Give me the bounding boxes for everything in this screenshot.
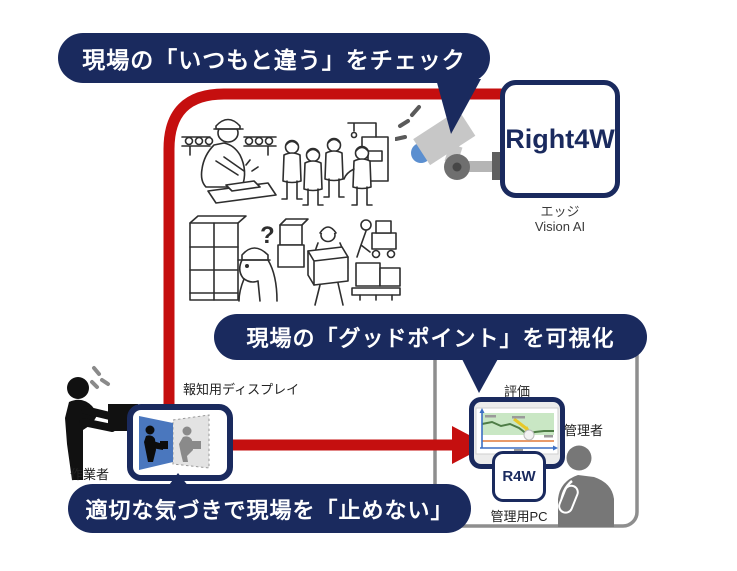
notification-display — [127, 404, 233, 481]
question-mark: ? — [260, 222, 275, 249]
management-pc-label: 管理用PC — [490, 509, 548, 524]
edge-device-caption: エッジ Vision AI — [534, 204, 586, 234]
camera-body — [413, 109, 476, 166]
scene-box-carrying — [277, 218, 401, 306]
actual-person-silhouette — [144, 425, 168, 462]
banner-check: 現場の「いつもと違う」をチェック — [58, 33, 490, 83]
worker-figure — [343, 145, 373, 206]
r4w-software-badge: R4W — [492, 451, 546, 502]
camera-arm — [467, 161, 495, 172]
worker-figure — [323, 137, 345, 198]
camera-lens — [411, 143, 431, 163]
banner-no-stop: 適切な気づきで現場を「止めない」 — [68, 484, 471, 533]
worker-label: 作業者 — [70, 467, 110, 482]
manager-label: 管理者 — [564, 423, 604, 438]
factory-scenes-illustration: ? — [181, 118, 401, 306]
tail-to-camera — [436, 79, 481, 134]
camera-signal-sparks — [395, 105, 421, 141]
banner-visualize: 現場の「グッドポイント」を可視化 — [214, 314, 647, 360]
scene-empty-shelf: ? — [189, 215, 278, 302]
expected-person-silhouette — [179, 426, 201, 462]
scene-workbench — [181, 118, 277, 204]
worker-figure — [281, 139, 303, 200]
worker-figure — [302, 147, 324, 206]
camera-icon — [395, 105, 502, 180]
person-compare-display-icon — [139, 414, 210, 470]
notification-display-label: 報知用ディスプレイ — [183, 382, 300, 397]
scene-worker-group — [281, 122, 389, 206]
edge-device-box: Right4W — [500, 80, 620, 198]
red-flow-line — [163, 88, 503, 411]
alert-sparks — [90, 366, 110, 389]
edge-device-title: Right4W — [505, 123, 615, 154]
